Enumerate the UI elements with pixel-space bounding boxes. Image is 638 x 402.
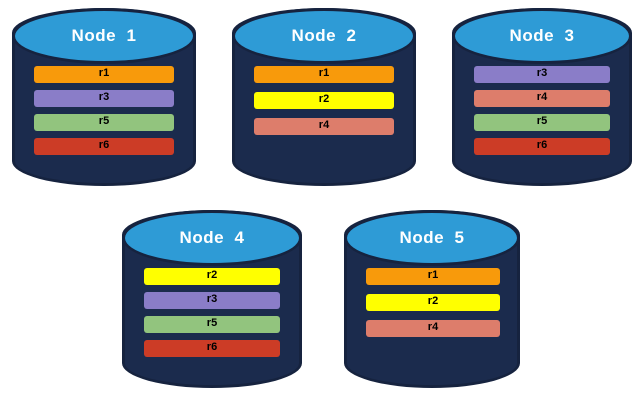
record-label: r1 [98,67,110,79]
record-bar-r2[interactable]: r2 [366,294,500,311]
cylinder-top-ellipse: Node 4 [122,210,302,266]
record-list: r1 r3 r5 r6 [12,66,218,155]
record-list: r3 r4 r5 r6 [452,66,638,155]
record-bar-r6[interactable]: r6 [34,138,174,155]
record-label: r2 [206,269,218,281]
record-label: r3 [206,293,218,305]
record-list: r2 r3 r5 r6 [122,268,324,357]
record-bar-r4[interactable]: r4 [366,320,500,337]
record-bar-r5[interactable]: r5 [34,114,174,131]
cylinder-top-ellipse: Node 1 [12,8,196,64]
node-title: Node 2 [291,25,357,45]
record-label: r5 [206,317,218,329]
record-bar-r2[interactable]: r2 [254,92,394,109]
record-label: r4 [427,321,439,333]
record-bar-r4[interactable]: r4 [474,90,610,107]
record-label: r4 [318,119,330,131]
record-label: r6 [536,139,548,151]
record-label: r5 [98,115,110,127]
node-title: Node 4 [179,227,245,247]
database-node-2[interactable]: Node 2 r1 r2 r4 [232,8,416,186]
record-bar-r3[interactable]: r3 [474,66,610,83]
record-label: r1 [318,67,330,79]
record-bar-r6[interactable]: r6 [474,138,610,155]
record-bar-r1[interactable]: r1 [34,66,174,83]
record-label: r5 [536,115,548,127]
record-bar-r2[interactable]: r2 [144,268,280,285]
record-label: r6 [98,139,110,151]
record-label: r3 [98,91,110,103]
node-title: Node 5 [399,227,465,247]
node-title: Node 3 [509,25,575,45]
record-label: r1 [427,269,439,281]
record-bar-r6[interactable]: r6 [144,340,280,357]
record-bar-r1[interactable]: r1 [254,66,394,83]
record-list: r1 r2 r4 [344,268,542,337]
record-list: r1 r2 r4 [232,66,438,135]
record-bar-r3[interactable]: r3 [144,292,280,309]
node-title: Node 1 [71,25,137,45]
record-bar-r5[interactable]: r5 [474,114,610,131]
record-bar-r5[interactable]: r5 [144,316,280,333]
database-node-1[interactable]: Node 1 r1 r3 r5 r6 [12,8,196,186]
database-node-4[interactable]: Node 4 r2 r3 r5 r6 [122,210,302,388]
record-label: r6 [206,341,218,353]
database-node-3[interactable]: Node 3 r3 r4 r5 r6 [452,8,632,186]
record-bar-r4[interactable]: r4 [254,118,394,135]
record-label: r3 [536,67,548,79]
record-label: r2 [318,93,330,105]
database-node-5[interactable]: Node 5 r1 r2 r4 [344,210,520,388]
record-label: r4 [536,91,548,103]
record-bar-r3[interactable]: r3 [34,90,174,107]
cylinder-top-ellipse: Node 5 [344,210,520,266]
cylinder-top-ellipse: Node 3 [452,8,632,64]
cylinder-top-ellipse: Node 2 [232,8,416,64]
record-label: r2 [427,295,439,307]
record-bar-r1[interactable]: r1 [366,268,500,285]
